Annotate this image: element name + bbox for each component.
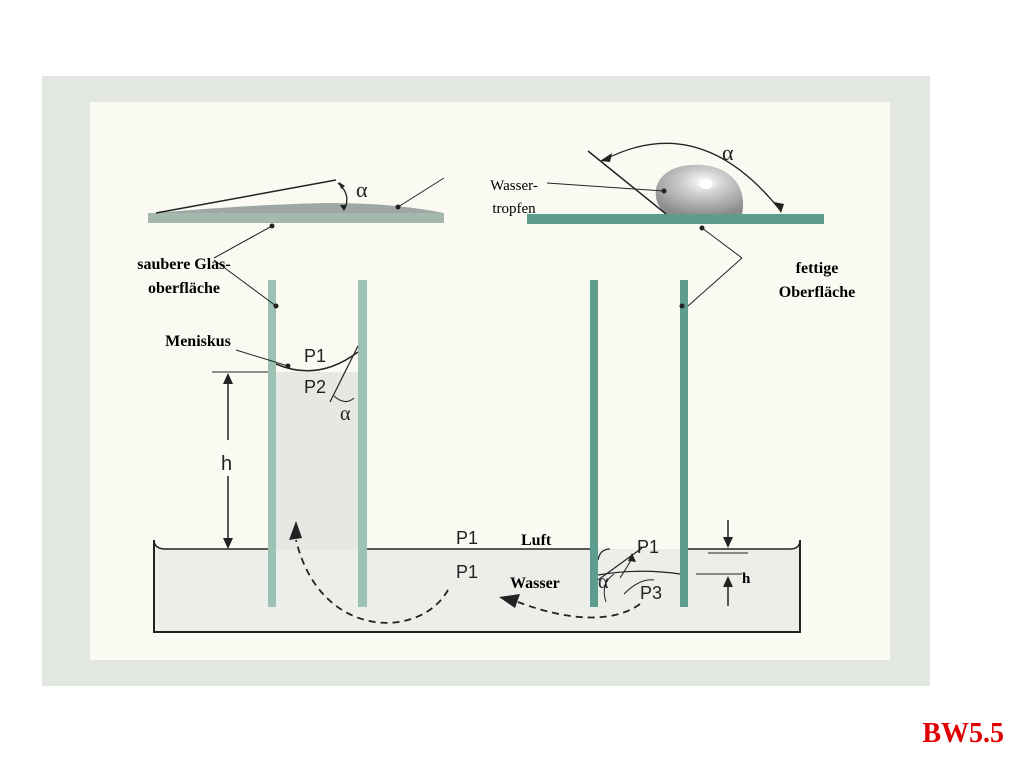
capillary-wall-right bbox=[358, 280, 367, 607]
leader-dot bbox=[699, 225, 705, 231]
alpha-label: α bbox=[356, 177, 368, 202]
pressure-label: P2 bbox=[304, 377, 326, 397]
water-body bbox=[154, 549, 800, 632]
height-dimension-right: h bbox=[696, 520, 751, 606]
height-label: h bbox=[742, 571, 751, 587]
water-film bbox=[156, 203, 444, 213]
leader-line bbox=[213, 259, 277, 307]
water-label: Wasser bbox=[510, 575, 560, 592]
greasy-capillary: α P1 P3 bbox=[590, 225, 743, 607]
drop-highlight bbox=[699, 179, 713, 189]
contact-angle-line bbox=[155, 179, 337, 214]
contact-angle-line bbox=[587, 150, 667, 215]
arrowhead bbox=[723, 537, 733, 548]
water-drop-label: tropfen bbox=[492, 201, 536, 217]
leader-line bbox=[397, 177, 445, 208]
capillary-wall-right bbox=[680, 280, 688, 607]
arrowhead bbox=[223, 373, 233, 384]
clean-capillary: α P1 P2 bbox=[213, 223, 367, 607]
leader-dot bbox=[679, 303, 685, 309]
clean-glass-label: saubere Glas- bbox=[137, 256, 230, 273]
pressure-arrow bbox=[623, 579, 655, 595]
angle-arrowhead bbox=[774, 202, 784, 213]
flow-arrows bbox=[289, 521, 641, 624]
meniscus-curve bbox=[275, 351, 359, 372]
clean-glass-plate bbox=[148, 213, 444, 223]
leader-line bbox=[546, 182, 665, 192]
leader-dot bbox=[273, 303, 279, 309]
water-surface bbox=[688, 539, 801, 550]
pressure-label: P1 bbox=[637, 537, 659, 557]
leader-dot bbox=[395, 204, 401, 210]
arrowhead bbox=[223, 538, 233, 549]
pressure-label: P3 bbox=[640, 583, 662, 603]
water-basin bbox=[153, 372, 801, 633]
leader-line bbox=[701, 227, 743, 259]
greasy-plate-group: α Wasser- tropfen bbox=[490, 140, 824, 224]
leader-dot bbox=[285, 363, 291, 369]
angle-arrowhead bbox=[600, 153, 612, 162]
angle-arc bbox=[603, 573, 615, 603]
angle-arc bbox=[333, 395, 355, 402]
air-label: Luft bbox=[521, 532, 552, 549]
dashed-flow-arrow bbox=[517, 601, 641, 619]
pressure-label: P1 bbox=[456, 562, 478, 582]
leader-dot bbox=[269, 223, 275, 229]
greasy-surface-label: Oberfläche bbox=[779, 284, 855, 301]
capillary-wall-left bbox=[268, 280, 276, 607]
slide-number: BW5.5 bbox=[922, 718, 1004, 749]
angle-arrowhead bbox=[340, 205, 347, 211]
contact-angle-line bbox=[597, 547, 643, 581]
water-drop bbox=[655, 164, 744, 214]
leader-line bbox=[687, 257, 743, 307]
capillary-wall-left bbox=[590, 280, 598, 607]
basin-outline bbox=[153, 540, 801, 633]
greasy-surface-label: fettige bbox=[796, 260, 839, 277]
leader-line bbox=[213, 225, 273, 259]
alpha-label: α bbox=[598, 571, 609, 593]
water-surface bbox=[153, 539, 268, 550]
arrowhead bbox=[289, 521, 302, 540]
alpha-label: α bbox=[340, 403, 351, 425]
meniscus-label: Meniskus bbox=[165, 333, 231, 350]
leader-dot bbox=[661, 188, 667, 194]
arrowhead bbox=[723, 576, 733, 587]
height-label: h bbox=[221, 453, 232, 475]
clean-glass-label: oberfläche bbox=[148, 280, 220, 297]
pressure-label: P1 bbox=[304, 346, 326, 366]
arrowhead bbox=[499, 594, 520, 608]
alpha-label: α bbox=[722, 140, 734, 165]
depressed-meniscus bbox=[597, 548, 611, 561]
height-dimension-left: h bbox=[212, 371, 268, 549]
greasy-plate bbox=[527, 214, 824, 224]
water-drop-label: Wasser- bbox=[490, 178, 538, 194]
meniscus-tangent bbox=[329, 345, 359, 403]
dashed-flow-arrow bbox=[295, 539, 449, 624]
arrowhead bbox=[628, 553, 636, 562]
clean-glass-plate-group: α bbox=[148, 177, 445, 223]
leader-line bbox=[235, 349, 289, 367]
pressure-label: P1 bbox=[456, 528, 478, 548]
capillary-water-column bbox=[276, 372, 358, 550]
angle-arc bbox=[603, 142, 781, 211]
angle-arrowhead bbox=[339, 182, 345, 189]
